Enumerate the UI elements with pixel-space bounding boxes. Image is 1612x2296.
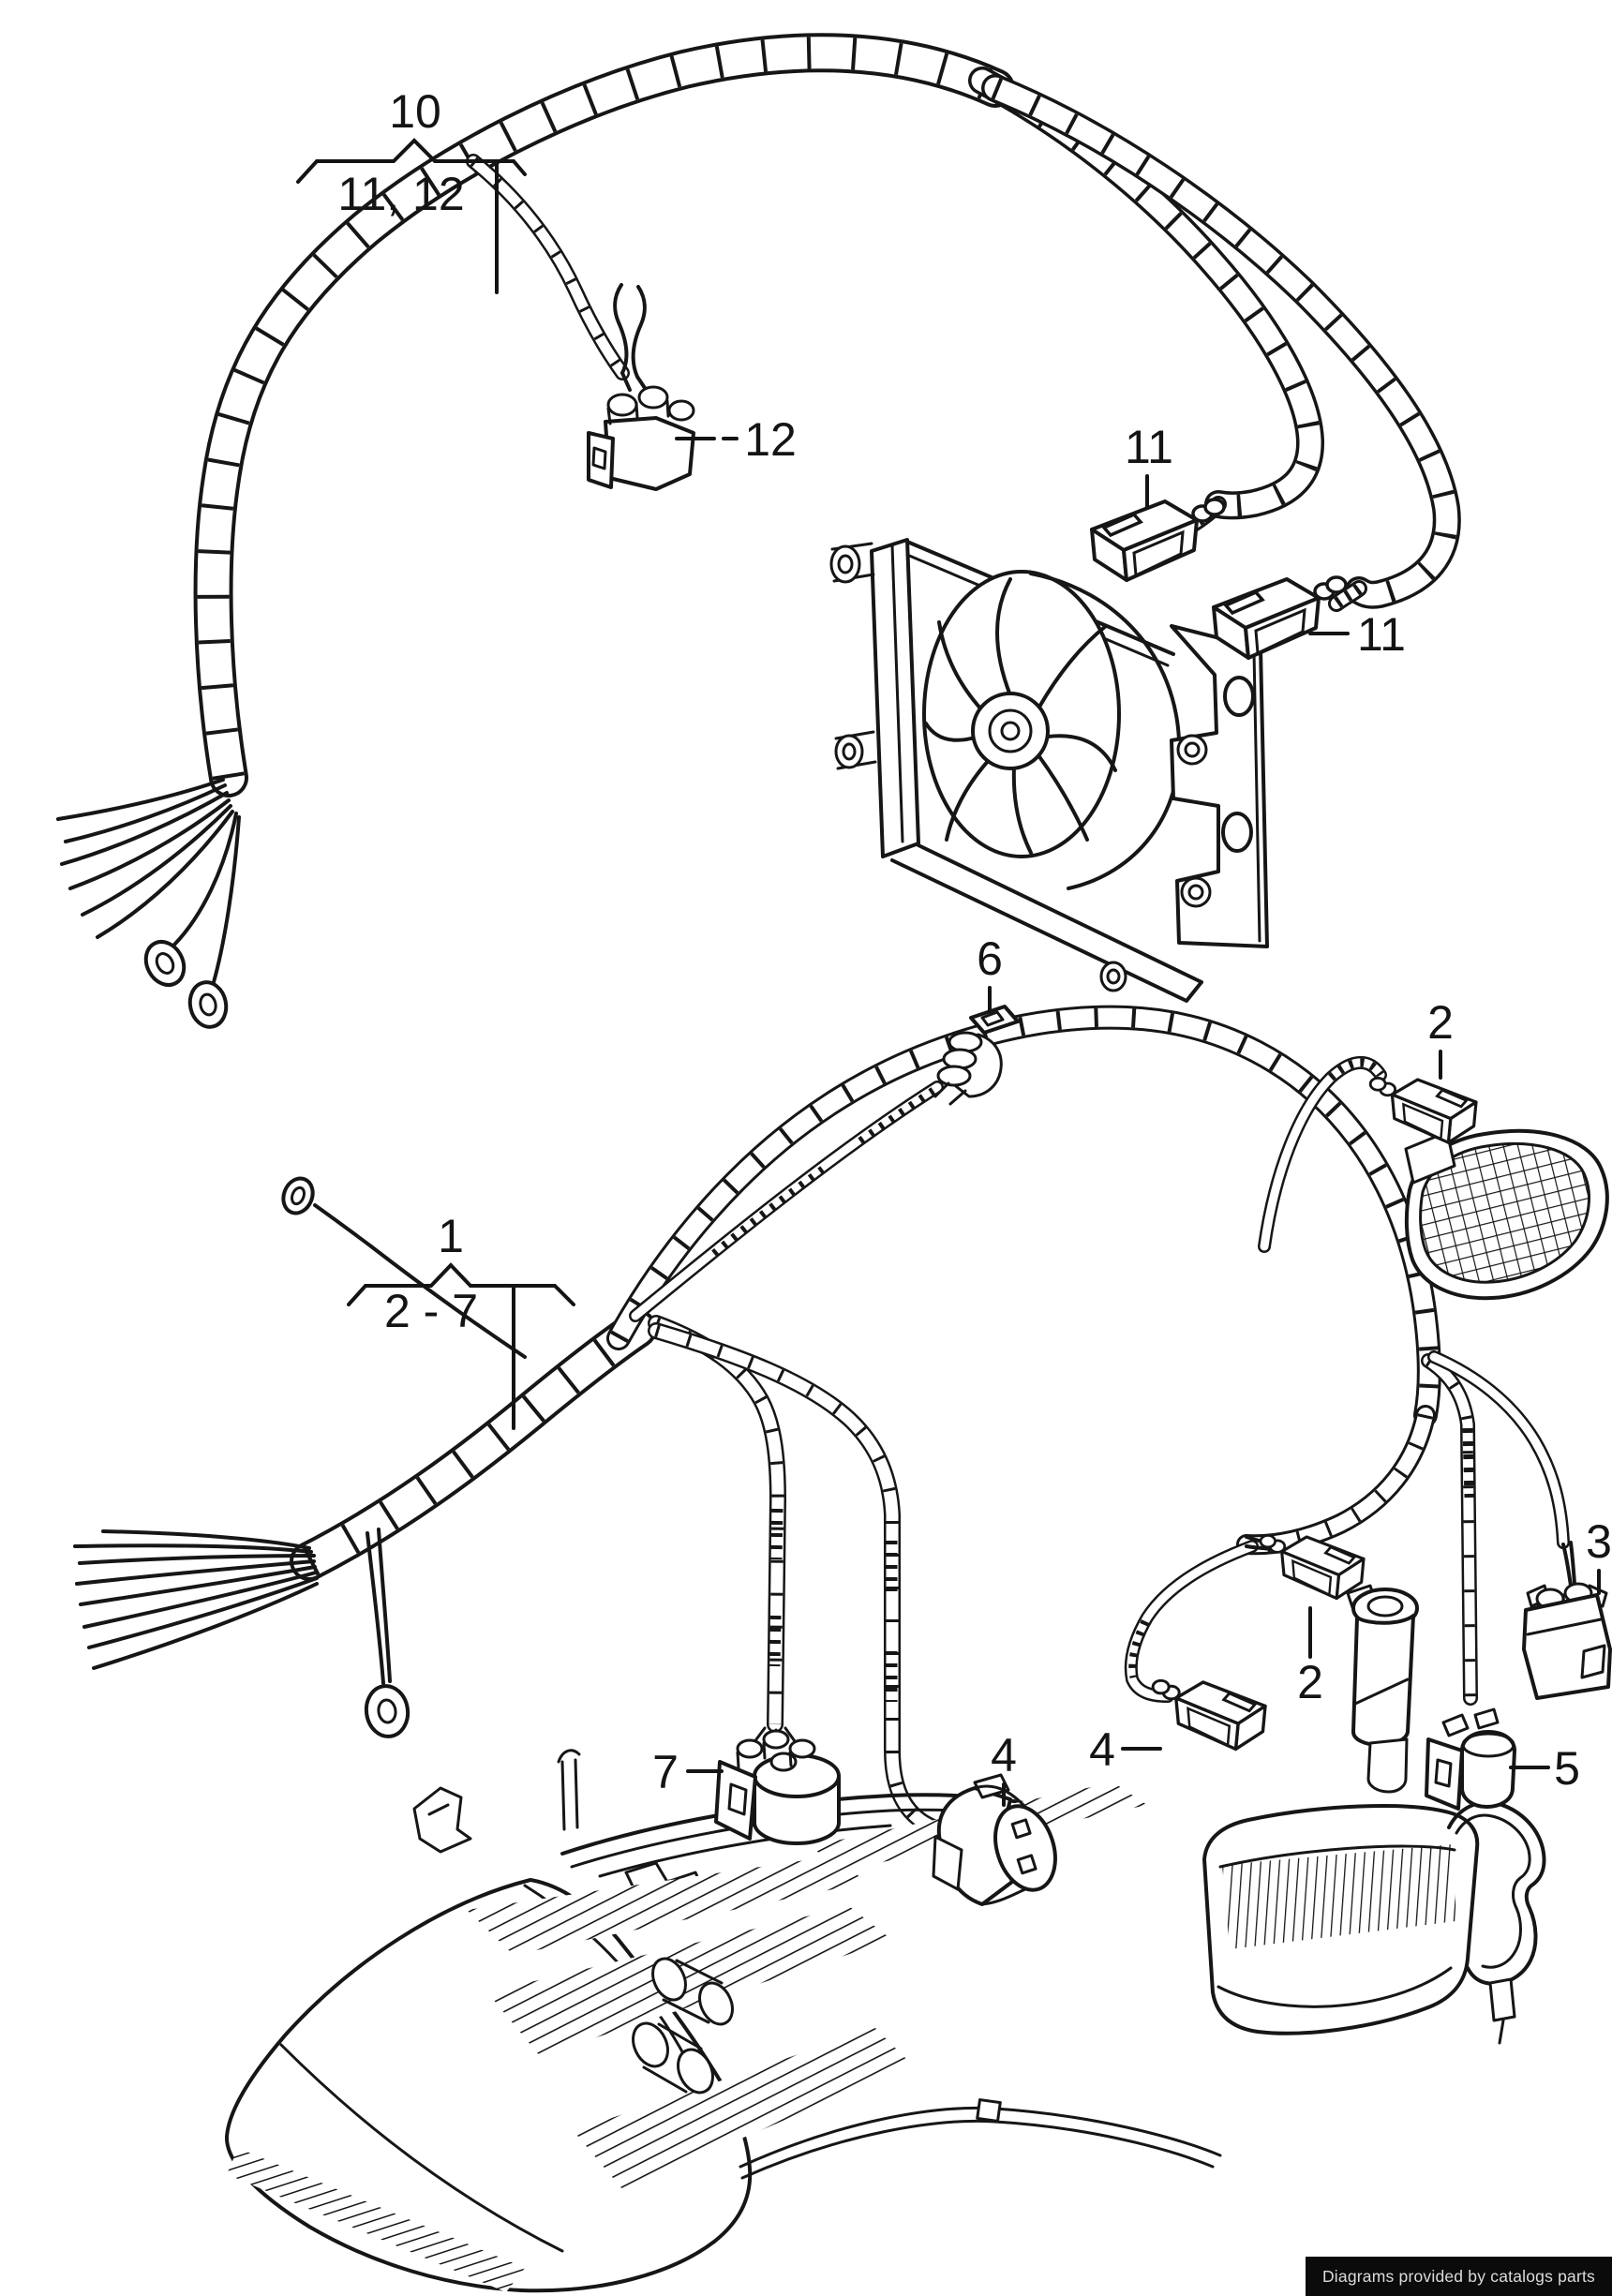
fog-lamp — [739, 1800, 1546, 2180]
callout-1: 1 — [438, 1210, 464, 1262]
connector-6 — [933, 1005, 1020, 1106]
headlight-hatch-band — [574, 2028, 913, 2189]
callout-3: 3 — [1586, 1515, 1612, 1568]
bracket-group-10 — [296, 138, 527, 184]
radiator-fan-assembly — [829, 538, 1269, 1003]
callout-7: 7 — [652, 1746, 679, 1798]
fog-lamp-hatch — [1222, 1844, 1456, 1949]
callout-10-range: 11, 12 — [337, 168, 464, 220]
headlight-assembly — [224, 1749, 1147, 2293]
harness-1 — [73, 1018, 1576, 1836]
headlight-hatch-band — [487, 1906, 892, 2056]
callout-4-right: 4 — [1089, 1723, 1115, 1776]
harness-10 — [56, 52, 1447, 1029]
connector-2-side-marker — [1368, 1076, 1478, 1144]
headlight-hatch-band — [227, 2148, 525, 2292]
fan-blades — [924, 577, 1117, 855]
connector-7 — [714, 1726, 841, 1845]
ring-terminal — [143, 940, 187, 987]
fan-mount-bolt — [829, 542, 875, 584]
headlight-bulb-sockets — [632, 1957, 734, 2095]
fan-mount-bolt — [834, 730, 877, 770]
callouts: 10 11, 12 1 2 - 7 12 11 11 6 2 7 4 4 2 3… — [296, 85, 1612, 1807]
connector-3 — [1522, 1582, 1612, 1700]
side-marker-lens — [1419, 1142, 1590, 1284]
connector-4-right — [1151, 1678, 1267, 1752]
harness-clip — [976, 2098, 1002, 2123]
fan-mount-bolt — [1099, 961, 1127, 992]
callout-1-range: 2 - 7 — [384, 1285, 478, 1337]
connector-11-upper — [1090, 498, 1226, 582]
callout-11-upper: 11 — [1125, 421, 1173, 473]
connector-2-lower — [1259, 1533, 1366, 1601]
fan-motor-bracket — [1170, 624, 1269, 948]
callout-4-center: 4 — [991, 1729, 1017, 1782]
callout-5: 5 — [1554, 1742, 1580, 1795]
fan-hub — [971, 692, 1050, 770]
side-marker-lamp — [1404, 1128, 1609, 1301]
callout-10: 10 — [389, 85, 441, 138]
headlight-hatch-band — [467, 1857, 870, 1955]
bulb-holder — [1346, 1584, 1419, 1794]
connector-5 — [1425, 1707, 1516, 1811]
ring-terminal — [187, 980, 229, 1029]
harness-10-frayed-wires — [56, 778, 241, 984]
connector-11-lower — [1212, 575, 1348, 660]
harness-1-frayed-wires — [73, 1529, 319, 1670]
callout-6: 6 — [977, 932, 1003, 985]
callout-12: 12 — [744, 413, 797, 466]
callout-11-lower: 11 — [1357, 608, 1406, 661]
bracket-group-1 — [347, 1262, 575, 1306]
ring-terminal — [364, 1684, 410, 1738]
connector-4-center — [932, 1773, 1057, 1906]
connector-12 — [587, 385, 695, 491]
headlight-lens — [224, 1878, 753, 2293]
callout-2-side-marker: 2 — [1427, 996, 1454, 1049]
callout-2-lower: 2 — [1297, 1656, 1323, 1708]
ring-terminal — [281, 1176, 315, 1215]
watermark-banner: Diagrams provided by catalogs parts — [1305, 2257, 1612, 2296]
